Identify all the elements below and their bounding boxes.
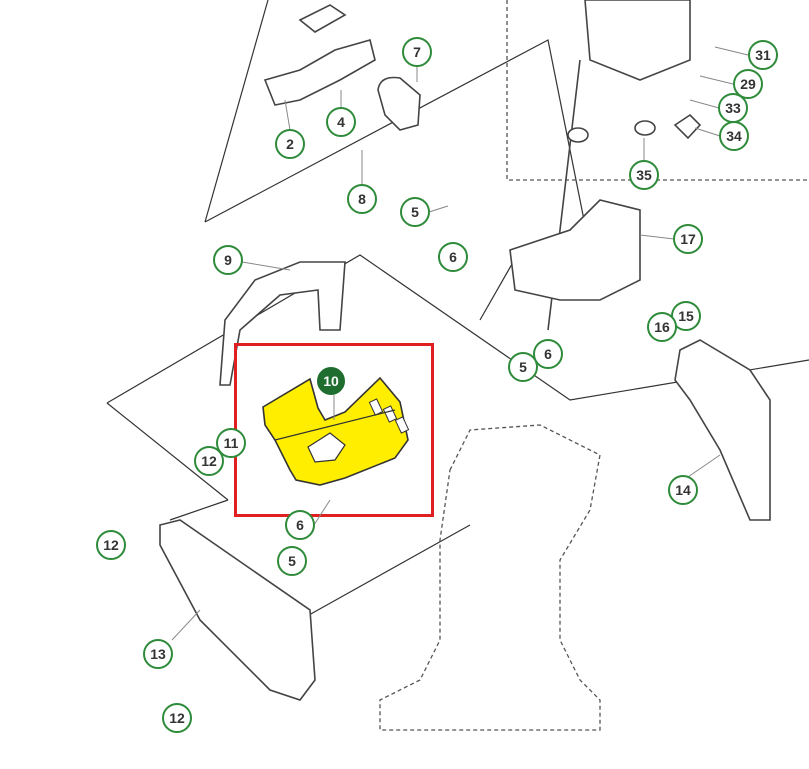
svg-text:34: 34 <box>726 128 742 144</box>
rammer-body-hidden <box>379 424 601 731</box>
svg-text:12: 12 <box>169 710 185 726</box>
callout-12[interactable]: 12 <box>162 703 192 733</box>
callout-5[interactable]: 5 <box>277 546 307 576</box>
part-7-mount <box>377 76 421 131</box>
part-13-cover <box>159 519 316 701</box>
svg-text:7: 7 <box>413 44 421 60</box>
svg-text:12: 12 <box>103 537 119 553</box>
svg-text:14: 14 <box>675 482 691 498</box>
handle-housing <box>584 0 691 81</box>
svg-text:35: 35 <box>636 167 652 183</box>
assembly-planes <box>106 0 809 621</box>
callout-4[interactable]: 4 <box>326 107 356 137</box>
svg-text:6: 6 <box>544 346 552 362</box>
callout-7[interactable]: 7 <box>402 37 432 67</box>
svg-text:12: 12 <box>201 453 217 469</box>
callout-15[interactable]: 15 <box>671 301 701 331</box>
callout-16[interactable]: 16 <box>647 312 677 342</box>
svg-text:17: 17 <box>680 231 696 247</box>
callout-33[interactable]: 33 <box>718 93 748 123</box>
callout-8[interactable]: 8 <box>347 184 377 214</box>
part-10-guard[interactable] <box>262 376 410 486</box>
callout-6[interactable]: 6 <box>533 339 563 369</box>
svg-text:15: 15 <box>678 308 694 324</box>
svg-text:5: 5 <box>288 553 296 569</box>
callout-29[interactable]: 29 <box>733 69 763 99</box>
callout-10-highlighted[interactable]: 10 <box>317 367 345 395</box>
leader-lines <box>171 46 749 641</box>
callout-2[interactable]: 2 <box>275 129 305 159</box>
callout-12[interactable]: 12 <box>96 530 126 560</box>
callout-31[interactable]: 31 <box>748 40 778 70</box>
svg-text:9: 9 <box>224 252 232 268</box>
svg-text:29: 29 <box>740 76 756 92</box>
part-outlines <box>159 0 771 731</box>
svg-text:13: 13 <box>150 646 166 662</box>
svg-text:33: 33 <box>725 100 741 116</box>
svg-text:31: 31 <box>755 47 771 63</box>
svg-text:6: 6 <box>296 517 304 533</box>
callout-9[interactable]: 9 <box>213 245 243 275</box>
part-17-bracket <box>509 199 641 301</box>
svg-text:6: 6 <box>449 249 457 265</box>
callout-14[interactable]: 14 <box>668 475 698 505</box>
svg-text:10: 10 <box>323 373 339 389</box>
callout-11[interactable]: 11 <box>216 428 246 458</box>
part-9-frame <box>219 261 346 386</box>
svg-text:16: 16 <box>654 319 670 335</box>
part-14-cover <box>674 339 771 521</box>
svg-text:11: 11 <box>224 435 239 451</box>
svg-text:8: 8 <box>358 191 366 207</box>
callouts: 2 4 7 8 5 6 17 31 29 33 34 35 9 15 16 6 … <box>96 37 778 733</box>
callout-12[interactable]: 12 <box>194 446 224 476</box>
callout-13[interactable]: 13 <box>143 639 173 669</box>
callout-17[interactable]: 17 <box>673 224 703 254</box>
callout-6[interactable]: 6 <box>438 242 468 272</box>
callout-6[interactable]: 6 <box>285 510 315 540</box>
callout-34[interactable]: 34 <box>719 121 749 151</box>
callout-35[interactable]: 35 <box>629 160 659 190</box>
part-2-bracket <box>263 39 376 106</box>
callout-5[interactable]: 5 <box>508 352 538 382</box>
svg-text:4: 4 <box>337 114 345 130</box>
svg-text:5: 5 <box>411 204 419 220</box>
svg-text:2: 2 <box>286 136 294 152</box>
callout-5[interactable]: 5 <box>400 197 430 227</box>
svg-text:5: 5 <box>519 359 527 375</box>
